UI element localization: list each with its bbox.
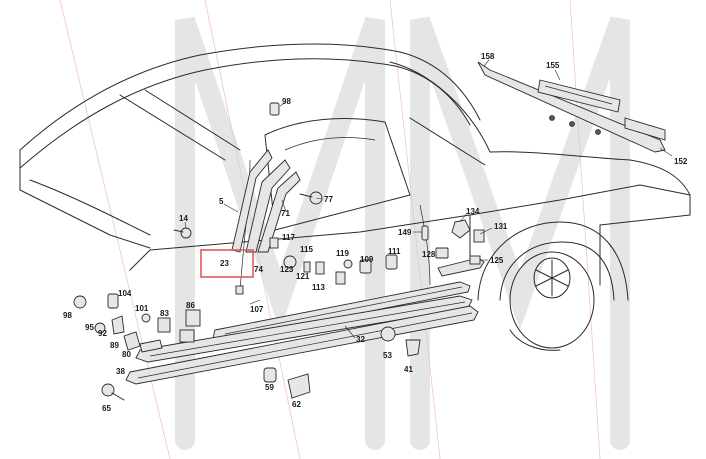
callout-121: 121: [296, 272, 310, 281]
callout-77: 77: [324, 195, 333, 204]
callout-149: 149: [398, 228, 412, 237]
callout-labels: 158 155 152 98 77 5 71 14 117 115 123 12…: [63, 52, 688, 413]
callout-62: 62: [292, 400, 301, 409]
callout-59: 59: [265, 383, 274, 392]
callout-14: 14: [179, 214, 188, 223]
callout-32: 32: [356, 335, 365, 344]
callout-92: 92: [98, 329, 107, 338]
callout-131: 131: [494, 222, 508, 231]
callout-95: 95: [85, 323, 94, 332]
callout-104: 104: [118, 289, 132, 298]
callout-134: 134: [466, 207, 480, 216]
car-body-outline: [19, 43, 691, 291]
callout-101: 101: [135, 304, 149, 313]
callout-155: 155: [546, 61, 560, 70]
part-spoiler-strip: [477, 61, 666, 153]
callout-117: 117: [282, 233, 295, 242]
callout-98: 98: [282, 97, 291, 106]
watermark-logo: [175, 16, 630, 450]
callout-158: 158: [481, 52, 495, 61]
callout-38: 38: [116, 367, 125, 376]
callout-115: 115: [300, 245, 313, 254]
callout-53: 53: [383, 351, 392, 360]
callout-125: 125: [490, 256, 504, 265]
callout-119: 119: [336, 249, 349, 258]
callout-23: 23: [220, 259, 229, 268]
part-fasteners: [73, 102, 485, 401]
highlight-box: [200, 249, 254, 278]
callout-152: 152: [674, 157, 688, 166]
callout-109: 109: [360, 255, 374, 264]
scan-guide-lines: [59, 0, 601, 459]
leader-lines: [184, 59, 673, 339]
callout-71: 71: [281, 209, 290, 218]
callout-83: 83: [160, 309, 169, 318]
callout-80: 80: [122, 350, 131, 359]
callout-107: 107: [250, 305, 264, 314]
callout-128: 128: [422, 250, 436, 259]
callout-89: 89: [110, 341, 119, 350]
callout-74: 74: [254, 265, 263, 274]
callout-98-left: 98: [63, 311, 72, 320]
rear-wheel: [477, 221, 629, 351]
callout-123: 123: [280, 265, 294, 274]
callout-65: 65: [102, 404, 111, 413]
callout-5: 5: [219, 197, 224, 206]
part-sill-strips: [125, 257, 485, 385]
callout-86: 86: [186, 301, 195, 310]
part-a-pillar-trim: [231, 149, 301, 253]
callout-41: 41: [404, 365, 413, 374]
callout-111: 111: [388, 247, 401, 256]
callout-113: 113: [312, 283, 325, 292]
